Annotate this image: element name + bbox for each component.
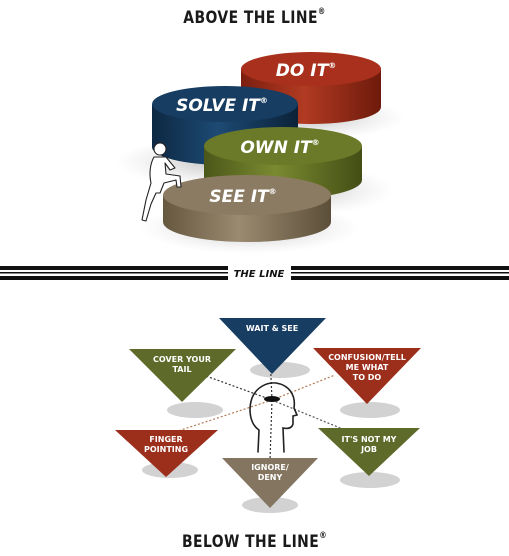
step-label-solve-it: SOLVE IT® [176,96,268,116]
the-line-divider: THE LINE [0,264,509,282]
behavior-ignore-deny: IGNORE/DENY [222,458,318,508]
the-line-label: THE LINE [234,269,285,280]
above-title-reg: ® [317,7,326,17]
step-label-own-it: OWN IT® [240,138,319,158]
step-label-do-it: DO IT® [276,61,336,81]
step-see-it: SEE IT® [163,175,331,242]
behavior-wait-and-see: WAIT & SEE [219,318,326,374]
above-the-line-title: ABOVE THE LINE® [46,7,463,28]
climbing-person-figure [141,142,182,222]
svg-text:WAIT & SEE: WAIT & SEE [246,324,298,333]
step-label-see-it: SEE IT® [209,187,276,207]
below-title-text: BELOW THE LINE [182,532,320,552]
above-title-text: ABOVE THE LINE [183,8,318,28]
below-the-line-title: BELOW THE LINE® [46,531,463,552]
svg-text:IGNORE/DENY: IGNORE/DENY [251,463,289,482]
head-center-disc [264,396,280,402]
below-title-reg: ® [319,531,327,541]
head-outline-icon [249,382,299,453]
